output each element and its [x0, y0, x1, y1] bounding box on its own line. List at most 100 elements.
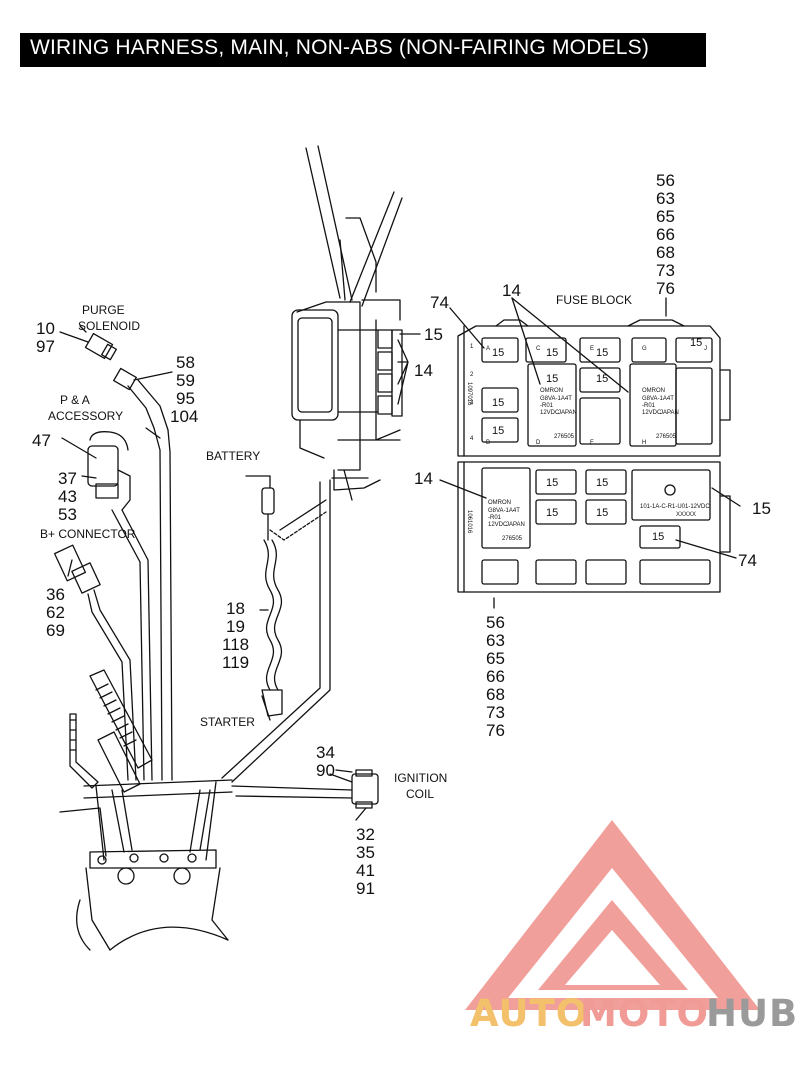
callout-10: 10	[36, 319, 55, 338]
page-title: WIRING HARNESS, MAIN, NON-ABS (NON-FAIRI…	[30, 36, 650, 59]
callout-69: 69	[46, 621, 65, 640]
relay-1-partno: 276505	[554, 434, 575, 440]
watermark-auto: AUTO	[470, 992, 588, 1035]
callout-104: 104	[170, 407, 198, 426]
col-d: D	[536, 440, 541, 446]
relay-2-model-2: -R01	[642, 403, 656, 409]
fuse-top-callout-68: 68	[656, 243, 675, 262]
watermark-logo	[465, 820, 760, 1010]
fuse-top-callout-65: 65	[656, 207, 675, 226]
col-a: A	[486, 346, 490, 352]
col-e: E	[590, 346, 594, 352]
main-harness-trunk	[221, 479, 331, 783]
watermark-text: AUTO MOTO HUB	[470, 992, 798, 1035]
callout-95: 95	[176, 389, 195, 408]
relay-1-brand: OMRON	[540, 388, 563, 394]
col-h: H	[642, 440, 646, 446]
callout-53: 53	[58, 505, 77, 524]
purge-solenoid	[79, 325, 173, 781]
fuse-block-label: FUSE BLOCK	[556, 293, 632, 307]
callout-118: 118	[222, 635, 249, 654]
fuse-15-e2: 15	[596, 373, 608, 385]
fuse-15-a: 15	[492, 347, 504, 359]
battery-label: BATTERY	[206, 449, 260, 463]
fuse-top-callout-66: 66	[656, 225, 675, 244]
callout-numbers: 10 97 58 59 95 104 47 37 43 53 36 62 69 …	[32, 171, 771, 898]
col-g: G	[642, 346, 647, 352]
row-1: 1	[470, 344, 474, 350]
relay-2-origin: JAPAN	[660, 410, 679, 416]
row-4: 4	[470, 436, 474, 442]
fuse-15-j: 15	[690, 337, 702, 349]
fuse-bottom-callout-56: 56	[486, 613, 505, 632]
relay-3-partno: 276505	[502, 536, 523, 542]
ignition-coil-label-1: IGNITION	[394, 771, 447, 785]
fuse-top-callout-76: 76	[656, 279, 675, 298]
fuse-bottom-callout-65: 65	[486, 649, 505, 668]
fuse-bottom-callout-63: 63	[486, 631, 505, 650]
frame-steering-head	[291, 145, 403, 501]
callout-90: 90	[316, 761, 335, 780]
col-f: F	[590, 440, 594, 446]
fuse-bottom-callout-76: 76	[486, 721, 505, 740]
watermark-hub: HUB	[706, 992, 798, 1035]
watermark-moto: MOTO	[580, 992, 709, 1035]
callout-37: 37	[58, 469, 77, 488]
callout-34: 34	[316, 743, 335, 762]
fuse-bottom-callout-66: 66	[486, 667, 505, 686]
relay-1-voltage: 12VDC	[540, 410, 560, 416]
fuse-block-lower	[457, 461, 731, 593]
pa-accessory-connector	[87, 431, 153, 781]
starter-label: STARTER	[200, 715, 255, 729]
fuse-15-a2: 15	[492, 397, 504, 409]
b-plus-connector-label: B+ CONNECTOR	[40, 527, 136, 541]
fuse-bottom-callout-73: 73	[486, 703, 505, 722]
relay-3-voltage: 12VDC	[488, 522, 508, 528]
row-2: 2	[470, 372, 474, 378]
purge-solenoid-label-1: PURGE	[82, 303, 125, 317]
callout-74-right: 74	[738, 551, 757, 570]
leader-lines	[59, 297, 741, 821]
callout-119: 119	[222, 653, 249, 672]
relay-1-model: G8VA-1A4T	[540, 396, 572, 402]
ignition-coil-connector	[231, 769, 379, 809]
col-j: J	[704, 346, 707, 352]
callout-15-right: 15	[752, 499, 771, 518]
row-3: 3	[470, 400, 474, 406]
ignition-coil-label-2: COIL	[406, 787, 434, 801]
side-code-upper: 1097016	[466, 382, 472, 406]
callout-47: 47	[32, 431, 51, 450]
corrugated-loom-left	[69, 669, 153, 793]
callout-58: 58	[176, 353, 195, 372]
fuse-15-c2: 15	[546, 373, 558, 385]
callout-62: 62	[46, 603, 65, 622]
relay-3-origin: JAPAN	[506, 522, 525, 528]
fuse-15-c: 15	[546, 347, 558, 359]
callout-36: 36	[46, 585, 65, 604]
fuse-bottom-callout-68: 68	[486, 685, 505, 704]
component-labels: PURGE SOLENOID P & A ACCESSORY B+ CONNEC…	[40, 293, 632, 801]
fuse-top-callout-73: 73	[656, 261, 675, 280]
callout-18: 18	[226, 599, 245, 618]
callout-97: 97	[36, 337, 55, 356]
fuse-block-upper	[457, 319, 731, 457]
relay-2-model: G8VA-1A4T	[642, 396, 674, 402]
fuse-15-lower-2: 15	[596, 477, 608, 489]
callout-43: 43	[58, 487, 77, 506]
relay-1-model-2: -R01	[540, 403, 554, 409]
callout-15-left: 15	[424, 325, 443, 344]
relay-1-origin: JAPAN	[558, 410, 577, 416]
purge-solenoid-label-2: SOLENOID	[78, 319, 140, 333]
fuse-15-lower-5: 15	[652, 531, 664, 543]
fuse-15-lower-4: 15	[596, 507, 608, 519]
callout-32: 32	[356, 825, 375, 844]
fuse-top-callout-56: 56	[656, 171, 675, 190]
relay-2-voltage: 12VDC	[642, 410, 662, 416]
side-code-lower: 1061016	[466, 510, 472, 534]
fuse-15-a3: 15	[492, 425, 504, 437]
pa-accessory-label-1: P & A	[60, 393, 90, 407]
fuse-15-e: 15	[596, 347, 608, 359]
callout-74-top: 74	[430, 293, 449, 312]
col-c: C	[536, 346, 541, 352]
